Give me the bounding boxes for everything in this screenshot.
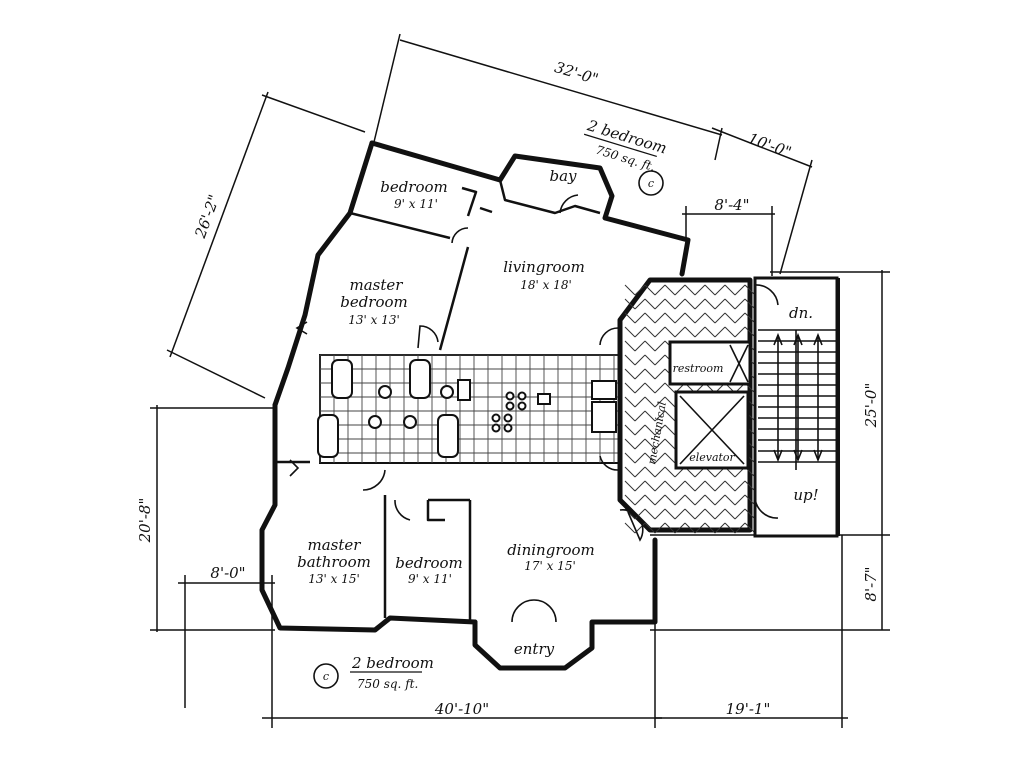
toilet-icon (378, 385, 392, 399)
toilet-icon (403, 415, 417, 429)
room-size-master-bedroom: 13' x 13' (348, 313, 400, 327)
room-size-livingroom: 18' x 18' (520, 278, 572, 292)
room-label-livingroom: livingroom (503, 258, 585, 276)
bathtub-icon (317, 414, 339, 458)
room-label-restroom: restroom (673, 362, 724, 375)
room-label-master-bedroom-line2: bedroom (340, 293, 408, 311)
unit-title-bottom: 2 bedroom (351, 654, 434, 672)
room-label-elevator: elevator (689, 451, 735, 464)
door-swings (289, 194, 779, 623)
dimension-top-width: 32'-0" (552, 58, 600, 88)
stair-label-up: up! (793, 486, 818, 504)
bathtub-icon (409, 359, 431, 399)
kitchen-bath-tile-strip (317, 354, 621, 464)
unit-badge-bottom: c (313, 663, 339, 689)
stove-icon (491, 413, 513, 433)
room-size-bedroom-bottom: 9' x 11' (408, 572, 452, 586)
room-label-bedroom-bottom: bedroom (395, 554, 463, 572)
bathtub-icon (331, 359, 353, 399)
dimension-left-small: 8'-0" (210, 564, 245, 582)
room-size-bedroom-top: 9' x 11' (394, 197, 438, 211)
room-label-master-bathroom-line1: master (308, 536, 362, 554)
room-label-bay: bay (549, 167, 577, 185)
toilet-icon (368, 415, 382, 429)
stair-label-down: dn. (789, 304, 813, 322)
sink-icon (457, 379, 471, 401)
room-label-master-bedroom-line1: master (350, 276, 404, 294)
room-label-master-bathroom-line2: bathroom (297, 553, 371, 571)
unit-area-bottom: 750 sq. ft. (357, 677, 418, 691)
dimension-top-side: 10'-0" (746, 129, 794, 161)
dimension-bottom-side: 19'-1" (726, 700, 771, 718)
room-size-master-bathroom: 13' x 15' (308, 572, 360, 586)
lower-unit-walls (259, 402, 658, 671)
room-label-diningroom: diningroom (507, 541, 595, 559)
room-label-bedroom-top: bedroom (380, 178, 448, 196)
stove-icon (505, 391, 527, 411)
dimension-top-inner: 8'-4" (714, 196, 749, 214)
room-label-mechanical: mechanical (645, 400, 669, 465)
unit-badge-text: c (323, 670, 329, 683)
room-label-entry: entry (514, 640, 555, 658)
dimension-right-depth: 25'-0" (862, 383, 880, 429)
dimension-left-depth: 26'-2" (191, 192, 224, 241)
room-size-diningroom: 17' x 15' (524, 559, 576, 573)
upper-unit-walls (272, 140, 691, 408)
refrigerator-icon (591, 401, 617, 433)
bathtub-icon (437, 414, 459, 458)
toilet-icon (440, 385, 454, 399)
stair-arrow-icon (773, 332, 823, 463)
dimension-right-small: 8'-7" (862, 566, 880, 601)
refrigerator-icon (591, 380, 617, 400)
dimension-bottom-main: 40'-10" (434, 700, 489, 718)
restroom-box (668, 340, 752, 386)
unit-badge-text: c (648, 177, 654, 190)
dimension-left-height: 20'-8" (136, 498, 154, 544)
building-core (617, 276, 840, 538)
unit-badge-top: c (638, 170, 664, 196)
sink-icon (537, 393, 551, 405)
